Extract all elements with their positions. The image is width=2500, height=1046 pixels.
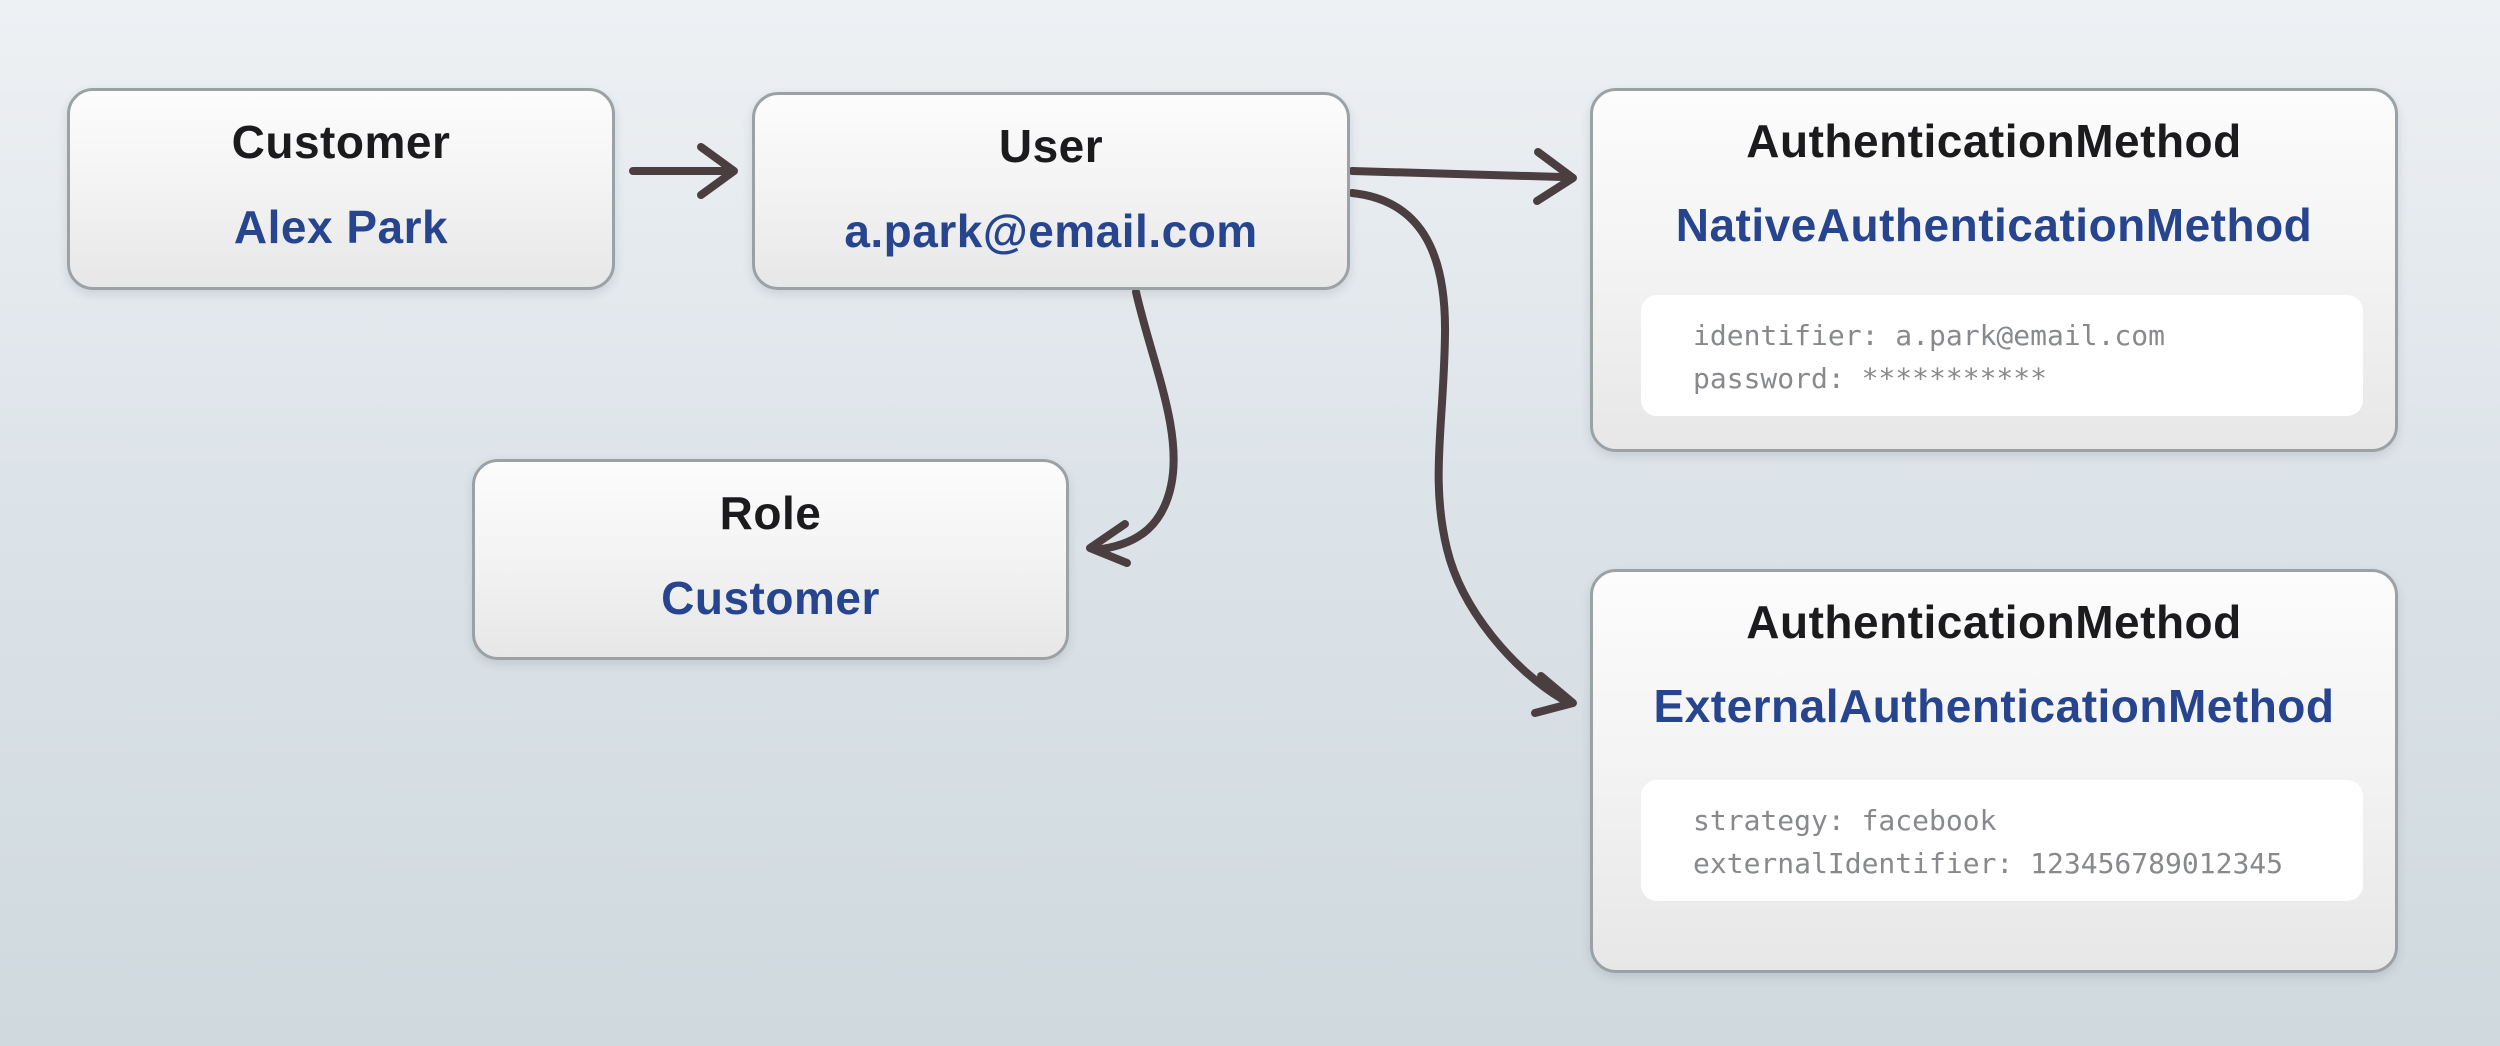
- node-subtitle: Alex Park: [233, 201, 449, 253]
- node-title: Customer: [231, 116, 451, 168]
- node-title: AuthenticationMethod: [1746, 596, 2242, 648]
- attribute-line: identifier: a.park@email.com: [1693, 319, 2166, 352]
- attribute-line: password: ***********: [1693, 362, 2048, 395]
- edge-user-to-external-authentication-method: [1348, 189, 1577, 717]
- attribute-line: externalIdentifier: 123456789012345: [1693, 847, 2284, 880]
- node-subtitle: Customer: [661, 572, 880, 624]
- attribute-line: strategy: facebook: [1693, 804, 1997, 837]
- node-subtitle: NativeAuthenticationMethod: [1675, 199, 2313, 251]
- edge-customer-to-user: [629, 143, 738, 199]
- node-title: Role: [719, 487, 822, 539]
- node-subtitle: ExternalAuthenticationMethod: [1653, 680, 2335, 732]
- node-authentication-method-native: AuthenticationMethod NativeAuthenticatio…: [1590, 88, 2398, 452]
- node-authentication-method-external: AuthenticationMethod ExternalAuthenticat…: [1590, 569, 2398, 973]
- node-role: Role Customer: [472, 459, 1069, 660]
- node-subtitle: a.park@email.com: [844, 205, 1258, 257]
- attributes-panel: strategy: facebook externalIdentifier: 1…: [1641, 780, 2363, 901]
- node-title: AuthenticationMethod: [1746, 115, 2242, 167]
- node-title: User: [998, 120, 1104, 172]
- node-customer: Customer Alex Park: [67, 88, 615, 290]
- edge-user-to-native-authentication-method: [1348, 148, 1577, 205]
- node-user: User a.park@email.com: [752, 92, 1350, 290]
- edge-user-to-role: [1086, 288, 1178, 567]
- attributes-panel: identifier: a.park@email.com password: *…: [1641, 295, 2363, 416]
